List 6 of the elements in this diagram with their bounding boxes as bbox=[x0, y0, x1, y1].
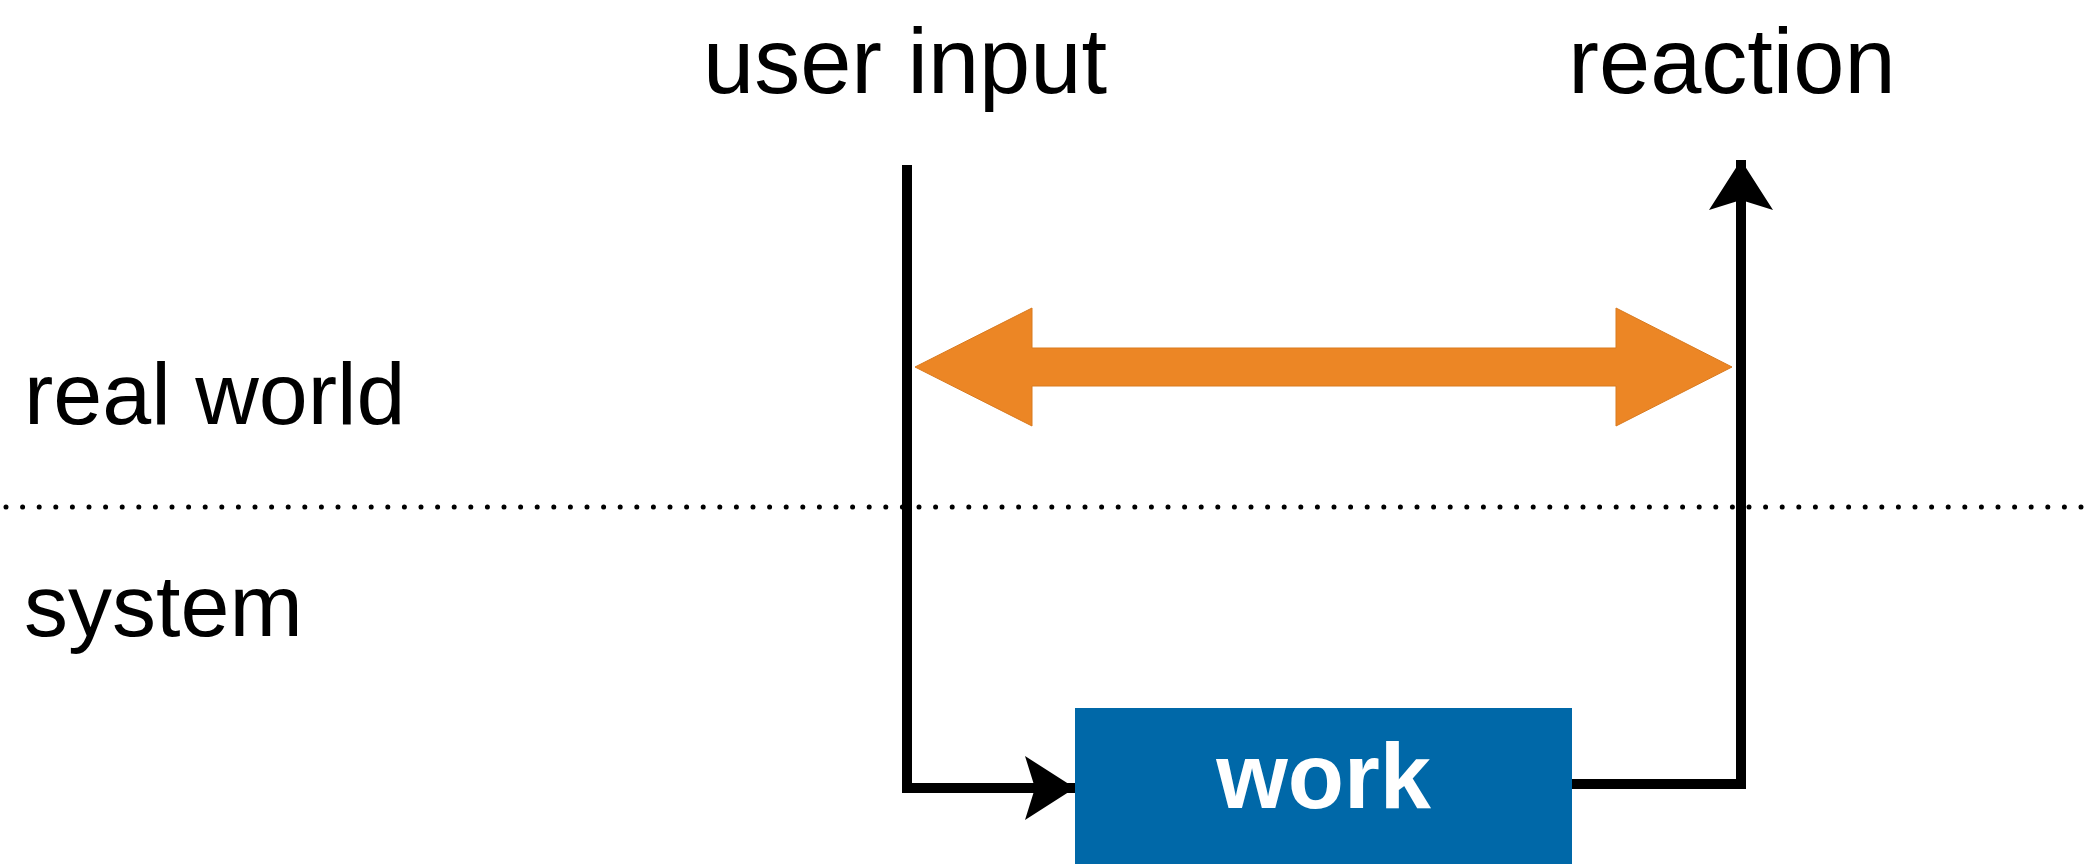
text-label: user input bbox=[660, 2, 1150, 120]
process-box: work bbox=[1075, 708, 1572, 864]
arrow bbox=[1572, 160, 1773, 789]
zone-label: real world bbox=[24, 350, 406, 438]
arrow bbox=[902, 165, 1075, 820]
text-label: reaction bbox=[1500, 2, 1964, 120]
